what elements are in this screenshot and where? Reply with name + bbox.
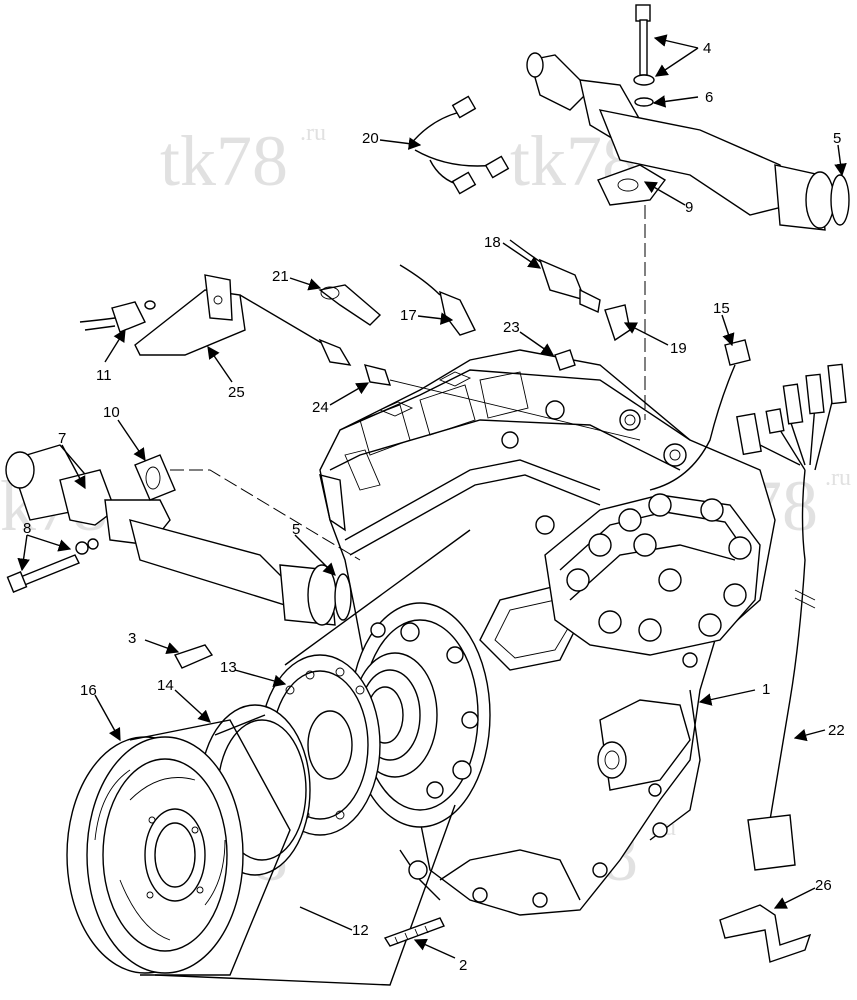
callout-22: 22: [828, 722, 845, 739]
compressor-body: [319, 349, 776, 916]
callout-24: 24: [312, 399, 329, 416]
callout-16: 16: [80, 682, 97, 699]
callout-1: 1: [762, 681, 770, 698]
callout-8: 8: [23, 520, 31, 537]
callout-21: 21: [272, 268, 289, 285]
callout-18: 18: [484, 234, 501, 251]
callout-13: 13: [220, 659, 237, 676]
watermark-suffix: .ru: [300, 120, 326, 146]
callout-23: 23: [503, 319, 520, 336]
key-3: [173, 644, 214, 669]
callout-17: 17: [400, 307, 417, 324]
clutch-assembly: [66, 529, 471, 986]
callout-25: 25: [228, 384, 245, 401]
callout-11: 11: [96, 367, 112, 384]
top-valve-assembly: [526, 4, 850, 420]
callout-19: 19: [670, 340, 687, 357]
bracket-line-12-top: [284, 529, 471, 666]
callout-20: 20: [362, 130, 379, 147]
leader-12: [299, 906, 353, 931]
pulley-16: [66, 719, 291, 976]
callout-10: 10: [103, 404, 120, 421]
stud-2-threads: [394, 925, 429, 945]
stud-2: [383, 917, 445, 947]
callout-14: 14: [157, 677, 174, 694]
sensor-parts: [79, 95, 847, 963]
watermark-text: tk78: [160, 121, 288, 201]
leader-lines: [17, 34, 847, 959]
callout-5-left: 5: [292, 521, 300, 538]
callout-labels: 1 2 3 4 5 5 6 7 8 9 10 11 12 13 14 15 16…: [23, 40, 845, 974]
callout-2: 2: [459, 957, 467, 974]
callout-26: 26: [815, 877, 832, 894]
callout-12: 12: [352, 922, 369, 939]
callout-4: 4: [703, 40, 711, 57]
left-valve-assembly: [5, 444, 361, 626]
callout-7: 7: [58, 430, 66, 447]
bracket-line-12: [154, 804, 456, 986]
callout-6: 6: [705, 89, 713, 106]
callout-15: 15: [713, 300, 730, 317]
watermark-top-left: tk78 .ru: [160, 120, 326, 201]
callout-9: 9: [685, 199, 693, 216]
watermark-suffix: .ru: [825, 465, 851, 491]
callout-5-right: 5: [833, 130, 841, 147]
callout-3: 3: [128, 630, 136, 647]
